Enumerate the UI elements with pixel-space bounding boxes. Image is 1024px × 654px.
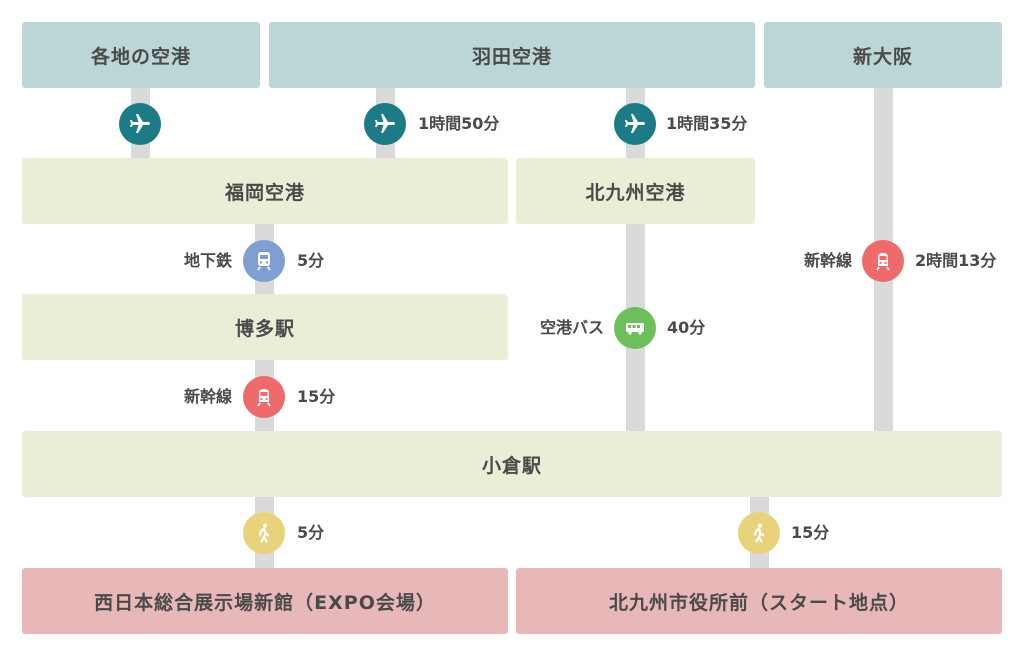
shinkansen-osaka-label: 新幹線 [803,251,852,270]
origin-other-airports: 各地の空港 [22,22,260,88]
destination-expo-venue: 西日本総合展示場新館（EXPO会場） [22,568,508,634]
walking-person-icon [243,512,285,554]
bus-label: 空港バス [539,318,604,337]
shinkansen-osaka-time: 2時間13分 [915,251,997,270]
airplane-icon [119,103,161,145]
station-hakata: 博多駅 [22,294,508,360]
haneda-fukuoka-time: 1時間50分 [418,114,500,133]
airplane-icon [614,103,656,145]
shinkansen-hakata-time: 15分 [297,387,336,406]
shinkansen-train-icon [862,240,904,282]
walk-expo-time: 5分 [297,523,325,542]
station-fukuoka-airport: 福岡空港 [22,158,508,224]
walking-person-icon [738,512,780,554]
haneda-kitakyushu-time: 1時間35分 [666,114,748,133]
origin-haneda-airport: 羽田空港 [269,22,755,88]
station-kitakyushu-airport: 北九州空港 [516,158,755,224]
walk-city-hall-time: 15分 [791,523,830,542]
bus-time: 40分 [667,318,706,337]
subway-train-icon [243,240,285,282]
station-kokura: 小倉駅 [22,431,1002,497]
destination-city-hall: 北九州市役所前（スタート地点） [516,568,1002,634]
subway-time: 5分 [297,251,325,270]
shinkansen-train-icon [243,376,285,418]
airplane-icon [364,103,406,145]
origin-shin-osaka: 新大阪 [764,22,1002,88]
bus-icon [614,307,656,349]
shinkansen-hakata-label: 新幹線 [183,387,232,406]
subway-label: 地下鉄 [183,251,232,270]
